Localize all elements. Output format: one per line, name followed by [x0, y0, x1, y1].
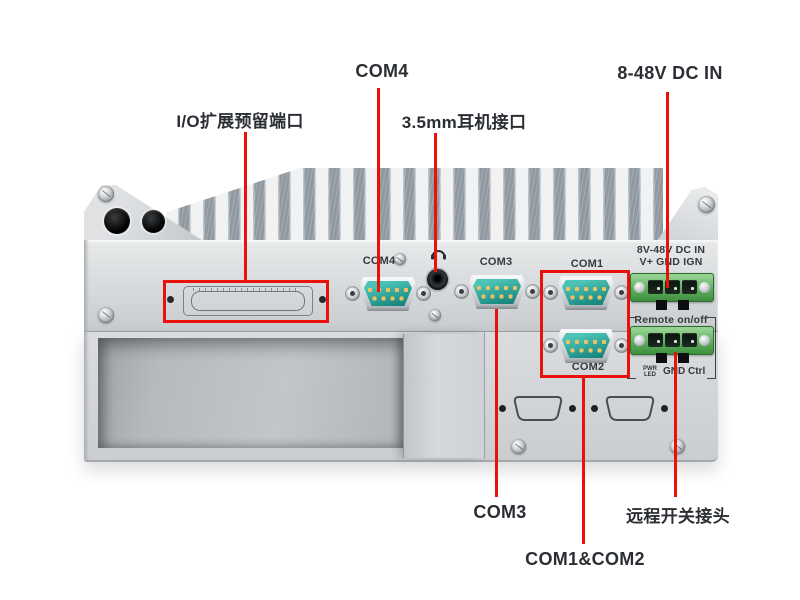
antenna-hole-right — [142, 210, 165, 233]
heatsink-texture — [166, 168, 663, 242]
callout-line-com4 — [377, 88, 380, 292]
panel-print-remote: Remote on/off — [634, 314, 708, 326]
callout-label-dc-in: 8-48V DC IN — [617, 63, 723, 83]
screw — [698, 196, 715, 213]
terminal-tab — [678, 353, 689, 363]
jack-screw-icon — [543, 338, 558, 353]
screw — [98, 186, 114, 202]
db9-pins — [364, 281, 412, 306]
io-expansion-plate-serration — [193, 288, 301, 291]
terminal-tab — [656, 300, 667, 310]
callout-line-remote — [674, 352, 677, 497]
jack-screw-icon — [543, 285, 558, 300]
terminal-screw-icon — [699, 335, 710, 346]
screw — [98, 307, 114, 323]
panel-seam — [484, 332, 485, 459]
knockout-hole — [661, 405, 668, 412]
db9-com3-connector — [454, 275, 540, 309]
jack-screw-icon — [454, 284, 469, 299]
dsub-knockout — [605, 396, 655, 421]
audio-jack-3_5mm — [427, 269, 448, 290]
callout-line-headphone — [434, 133, 437, 272]
callout-line-dc-in — [666, 92, 669, 288]
io-expansion-slot — [191, 291, 305, 311]
io-expansion-blank-plate — [183, 286, 313, 316]
panel-print-gnd-ctrl: GND Ctrl — [663, 366, 706, 377]
dc-in-terminal-block — [630, 273, 714, 310]
screw — [394, 253, 406, 265]
callout-line-com1-com2 — [582, 377, 585, 544]
highlight-box-io-expansion — [163, 280, 329, 323]
panel-print-pwr: PWR — [643, 366, 657, 372]
callout-label-com4: COM4 — [355, 61, 409, 81]
terminal-pin-slot — [665, 333, 680, 347]
chassis-left-bevel — [84, 240, 89, 460]
expansion-bay-opening — [98, 338, 403, 448]
jack-screw-icon — [345, 286, 360, 301]
db9-com1-connector — [543, 276, 629, 310]
panel-print-led: LED — [644, 372, 656, 378]
terminal-tab — [678, 300, 689, 310]
callout-label-com1-com2: COM1&COM2 — [525, 549, 645, 569]
remote-switch-terminal-block — [630, 326, 714, 363]
db9-com2-connector — [543, 329, 629, 363]
screw — [670, 439, 685, 454]
plate-screw-hole — [167, 296, 174, 303]
callout-label-io-expansion: I/O扩展预留端口 — [176, 112, 304, 131]
jack-screw-icon — [525, 284, 540, 299]
panel-print-com3: COM3 — [479, 256, 513, 268]
chassis-right-face — [655, 186, 718, 244]
jack-screw-icon — [416, 286, 431, 301]
dsub-knockout — [513, 396, 563, 421]
callout-line-com3 — [495, 309, 498, 497]
knockout-hole — [591, 405, 598, 412]
screw — [511, 439, 526, 454]
terminal-pin-slot — [682, 280, 697, 294]
terminal-screw-icon — [634, 282, 645, 293]
terminal-pin-slot — [648, 333, 663, 347]
terminal-tab — [656, 353, 667, 363]
terminal-pin-slot — [682, 333, 697, 347]
callout-label-remote: 远程开关接头 — [626, 507, 730, 526]
screw — [429, 309, 441, 321]
terminal-screw-icon — [634, 335, 645, 346]
knockout-hole — [499, 405, 506, 412]
db9-pins — [473, 279, 521, 304]
panel-print-com2: COM2 — [571, 361, 605, 373]
db9-com4-connector — [345, 277, 431, 311]
expansion-bay-wall — [403, 334, 484, 458]
panel-print-com1: COM1 — [570, 258, 604, 270]
panel-print-dc-row1: 8V-48V DC IN — [636, 244, 706, 256]
knockout-hole — [569, 405, 576, 412]
terminal-pin-slot — [648, 280, 663, 294]
db9-pins — [562, 333, 610, 358]
highlight-box-com1-com2 — [540, 270, 630, 378]
callout-label-headphone: 3.5mm耳机接口 — [401, 113, 527, 132]
antenna-hole-left — [104, 208, 130, 234]
callout-label-com3: COM3 — [473, 502, 527, 522]
callout-line-io-expansion — [244, 132, 247, 282]
plate-screw-hole — [319, 296, 326, 303]
panel-print-pwr-led: PWR LED — [640, 366, 660, 378]
terminal-screw-icon — [699, 282, 710, 293]
panel-print-dc-row2: V+ GND IGN — [639, 256, 703, 268]
jack-screw-icon — [614, 338, 629, 353]
remote-group-bracket-right — [707, 317, 716, 379]
headphone-icon — [431, 250, 446, 260]
jack-screw-icon — [614, 285, 629, 300]
db9-pins — [562, 280, 610, 305]
